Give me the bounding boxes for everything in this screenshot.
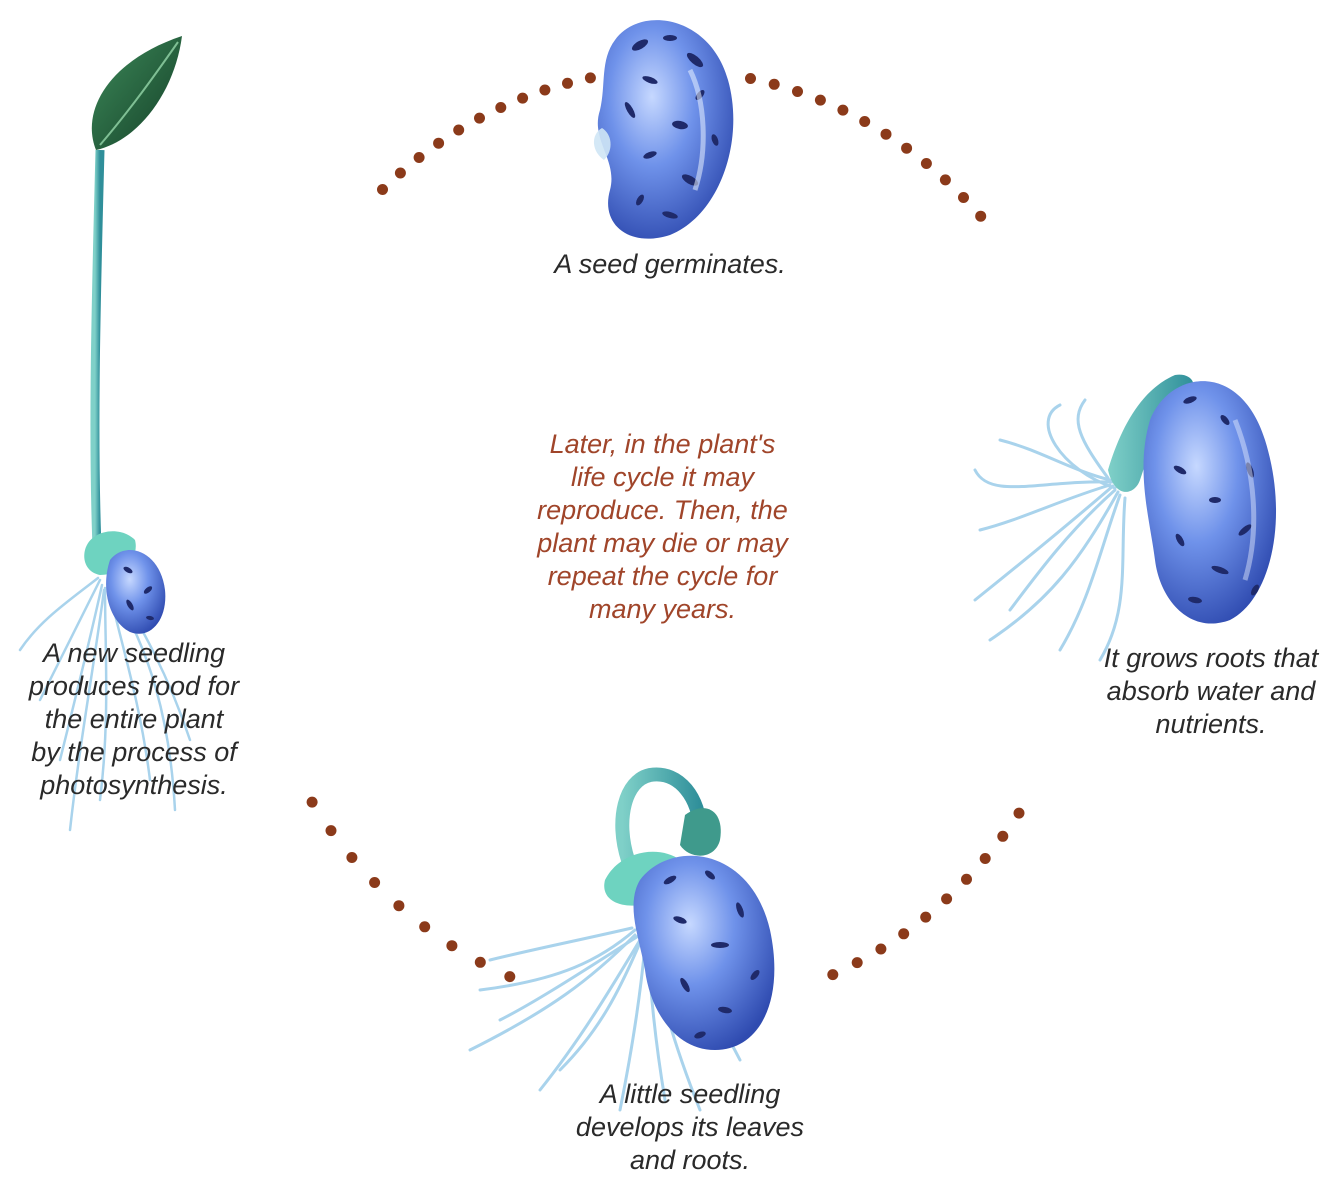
cycle-dot xyxy=(326,825,337,836)
cycle-dot xyxy=(920,912,931,923)
caption-roots: It grows roots that absorb water and nut… xyxy=(1084,642,1338,741)
cycle-dot xyxy=(958,192,969,203)
bean-seed-icon xyxy=(594,20,733,239)
cycle-dot xyxy=(419,921,430,932)
caption-new-seedling: A new seedling produces food for the ent… xyxy=(4,637,264,802)
cycle-dot xyxy=(961,874,972,885)
cycle-dot xyxy=(414,152,425,163)
cycle-dot xyxy=(393,900,404,911)
cycle-dot xyxy=(898,928,909,939)
cycle-dot xyxy=(745,73,756,84)
cycle-dot xyxy=(901,143,912,154)
seed-illustration xyxy=(594,20,733,239)
cycle-dot xyxy=(921,158,932,169)
cycle-dot xyxy=(859,116,870,127)
cycle-dot xyxy=(585,72,596,83)
cycle-dot xyxy=(346,852,357,863)
cycle-dot xyxy=(815,95,826,106)
bean-sprout-icon xyxy=(470,774,774,1110)
cycle-dot xyxy=(474,113,485,124)
cycle-dot xyxy=(980,853,991,864)
cycle-dot xyxy=(881,129,892,140)
cycle-dot xyxy=(395,168,406,179)
cycle-dot xyxy=(852,957,863,968)
cycle-dot xyxy=(792,86,803,97)
cycle-dot xyxy=(369,877,380,888)
cycle-dot xyxy=(446,940,457,951)
cycle-dot xyxy=(433,138,444,149)
cycle-dot xyxy=(940,174,951,185)
cycle-dot xyxy=(517,93,528,104)
caption-seed: A seed germinates. xyxy=(500,248,840,281)
cycle-dot xyxy=(837,105,848,116)
cycle-dot xyxy=(377,184,388,195)
cycle-dot xyxy=(997,831,1008,842)
cycle-dot xyxy=(562,78,573,89)
cycle-dot xyxy=(941,893,952,904)
cycle-dot xyxy=(875,944,886,955)
cycle-dot xyxy=(1014,808,1025,819)
cycle-dot xyxy=(453,125,464,136)
bean-roots-icon xyxy=(975,375,1276,660)
cycle-dot xyxy=(475,957,486,968)
cycle-dot xyxy=(307,797,318,808)
cycle-dot xyxy=(827,969,838,980)
cycle-dot xyxy=(495,102,506,113)
cycle-dot xyxy=(539,85,550,96)
cycle-dot xyxy=(769,79,780,90)
roots-illustration xyxy=(975,375,1276,660)
little-seedling-illustration xyxy=(470,774,774,1110)
caption-little-seedling: A little seedling develops its leaves an… xyxy=(540,1078,840,1177)
cycle-dot xyxy=(504,971,515,982)
center-description: Later, in the plant's life cycle it may … xyxy=(490,428,835,626)
cycle-dot xyxy=(975,211,986,222)
